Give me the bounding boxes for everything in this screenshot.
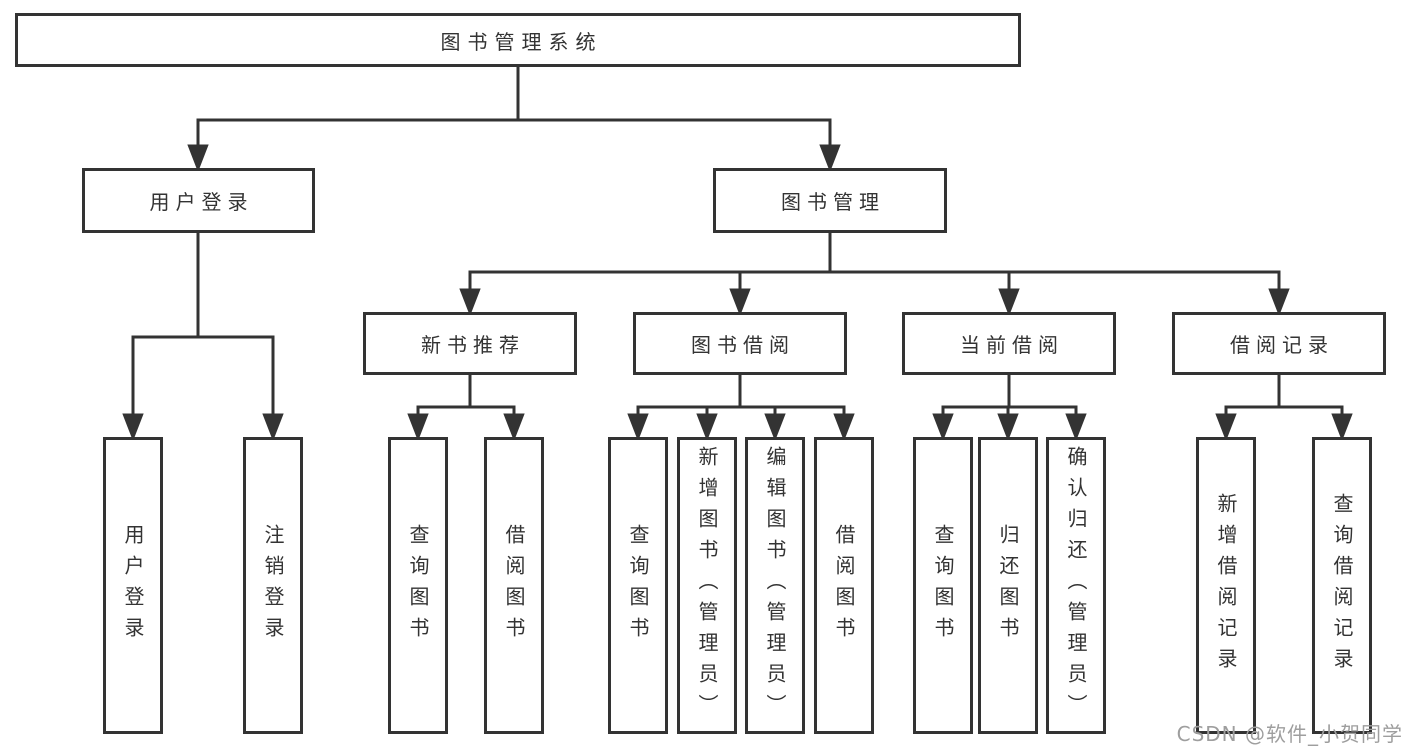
- csdn-watermark: CSDN @软件_小贺同学: [1176, 722, 1403, 746]
- connector-root-to-branches: [187, 67, 841, 173]
- node-new-book-recommend: 新书推荐: [363, 312, 577, 375]
- connector-book-borrow-to-leaves: [627, 375, 855, 442]
- node-label: 归还图书: [996, 523, 1020, 648]
- node-label: 查询图书: [406, 523, 430, 648]
- node-book-borrow: 图书借阅: [633, 312, 847, 375]
- node-label: 新增借阅记录: [1214, 492, 1238, 679]
- leaf-add-borrow-record: 新增借阅记录: [1196, 437, 1256, 734]
- leaf-user-login: 用户登录: [103, 437, 163, 734]
- leaf-query-books-recommend: 查询图书: [388, 437, 448, 734]
- connector-borrow-records-to-leaves: [1215, 375, 1353, 442]
- leaf-query-books-current: 查询图书: [913, 437, 973, 734]
- node-label: 查询图书: [626, 523, 650, 648]
- connector-current-borrow-to-leaves: [932, 375, 1087, 442]
- node-user-login-branch: 用户登录: [82, 168, 315, 233]
- node-label: 借阅图书: [502, 523, 526, 648]
- node-label: 新书推荐: [421, 333, 525, 357]
- node-book-management-branch: 图书管理: [713, 168, 947, 233]
- node-label: 查询图书: [931, 523, 955, 648]
- node-label: 编辑图书（管理员）: [763, 446, 787, 725]
- leaf-borrow-books: 借阅图书: [814, 437, 874, 734]
- node-label: 新增图书（管理员）: [695, 446, 719, 725]
- leaf-confirm-return-admin: 确认归还（管理员）: [1046, 437, 1106, 734]
- leaf-return-book: 归还图书: [978, 437, 1038, 734]
- connector-new-book-to-leaves: [407, 375, 525, 442]
- node-label: 用户登录: [121, 523, 145, 648]
- node-root-system: 图书管理系统: [15, 13, 1021, 67]
- node-label: 借阅图书: [832, 523, 856, 648]
- node-label: 注销登录: [261, 523, 285, 648]
- node-label: 图书管理系统: [440, 29, 603, 54]
- connector-book-mgmt-to-modules: [459, 233, 1290, 317]
- leaf-query-books-borrow: 查询图书: [608, 437, 668, 734]
- leaf-logout: 注销登录: [243, 437, 303, 734]
- node-label: 用户登录: [149, 190, 254, 214]
- node-label: 图书借阅: [691, 333, 795, 357]
- node-borrow-records: 借阅记录: [1172, 312, 1386, 375]
- node-label: 确认归还（管理员）: [1064, 446, 1088, 725]
- connector-user-login-to-leaves: [122, 233, 284, 442]
- node-label: 查询借阅记录: [1330, 492, 1354, 679]
- node-label: 当前借阅: [960, 333, 1064, 357]
- leaf-query-borrow-record: 查询借阅记录: [1312, 437, 1372, 734]
- leaf-borrow-books-recommend: 借阅图书: [484, 437, 544, 734]
- leaf-edit-book-admin: 编辑图书（管理员）: [745, 437, 805, 734]
- node-label: 图书管理: [781, 190, 885, 214]
- node-label: 借阅记录: [1230, 333, 1334, 357]
- node-current-borrow: 当前借阅: [902, 312, 1116, 375]
- leaf-add-book-admin: 新增图书（管理员）: [677, 437, 737, 734]
